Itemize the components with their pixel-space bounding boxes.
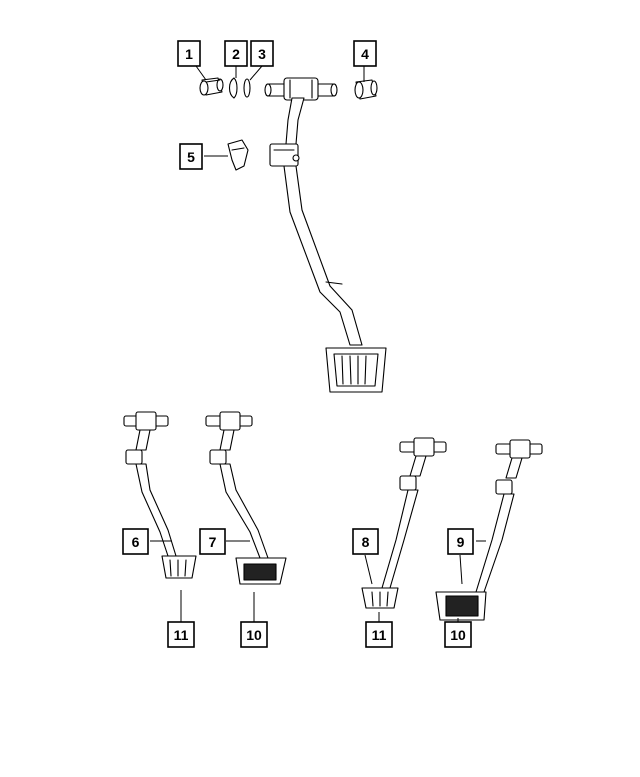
- callout-8: 8: [352, 528, 379, 555]
- part-3-ring: [243, 78, 251, 98]
- pedal-variant-7: [205, 411, 287, 585]
- callout-2: 2: [224, 40, 248, 67]
- svg-text:11: 11: [174, 627, 189, 643]
- svg-text:1: 1: [185, 46, 193, 62]
- callout-3: 3: [250, 40, 274, 67]
- svg-text:9: 9: [457, 534, 465, 550]
- svg-text:6: 6: [132, 534, 140, 550]
- callout-11-right: 11: [365, 621, 393, 648]
- svg-text:11: 11: [372, 627, 387, 643]
- pedal-variant-8: [361, 437, 447, 609]
- callout-4: 4: [353, 40, 377, 67]
- callout-7: 7: [199, 528, 226, 555]
- part-4-bushing: [354, 79, 378, 100]
- leader-lines: [150, 65, 486, 622]
- svg-text:4: 4: [361, 46, 369, 62]
- pedal-variant-9: [435, 439, 543, 621]
- pedal-variant-6: [123, 411, 197, 579]
- callout-9: 9: [447, 528, 474, 555]
- callout-11-left: 11: [167, 621, 195, 648]
- svg-text:2: 2: [232, 46, 240, 62]
- callout-1: 1: [177, 40, 201, 67]
- svg-text:10: 10: [246, 627, 262, 643]
- svg-text:5: 5: [187, 149, 195, 165]
- callout-6: 6: [122, 528, 149, 555]
- part-5-bracket: [227, 139, 249, 171]
- main-pedal-assembly: [264, 77, 387, 393]
- svg-text:3: 3: [258, 46, 266, 62]
- part-1-bushing: [199, 77, 224, 96]
- svg-text:8: 8: [362, 534, 370, 550]
- callout-5: 5: [179, 143, 203, 170]
- callout-10-left: 10: [240, 621, 268, 648]
- svg-text:10: 10: [450, 627, 466, 643]
- part-2-clip: [228, 77, 238, 99]
- svg-text:7: 7: [209, 534, 217, 550]
- callout-10-right: 10: [444, 621, 472, 648]
